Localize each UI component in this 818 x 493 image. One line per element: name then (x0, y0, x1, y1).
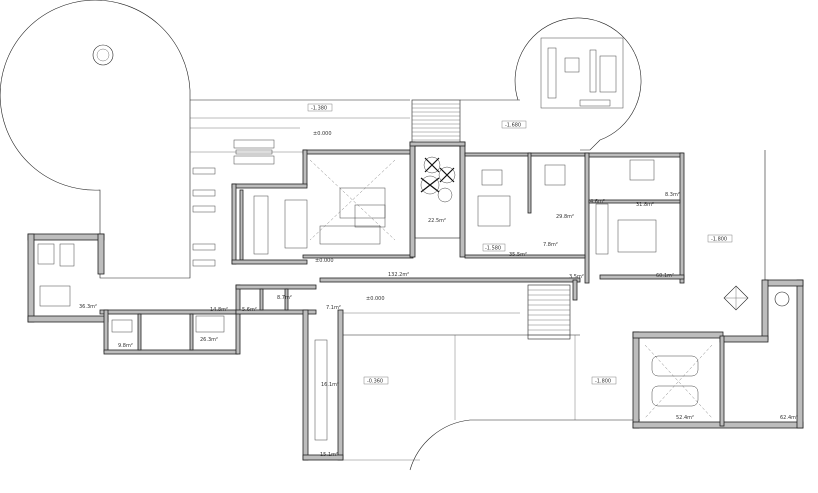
level-tag-courtyard-step: -1.580 (485, 246, 501, 252)
outdoor-dining-table (233, 139, 275, 165)
circular-terrace-west (0, 0, 191, 279)
stair-south (319, 277, 581, 340)
service-strip (99, 284, 317, 355)
area-foyer: 4.6m² (590, 199, 605, 205)
area-workshop: 62.4m² (780, 415, 798, 421)
level-entry: ±0.000 (366, 296, 385, 302)
area-guest-bath: 7.8m² (543, 242, 558, 248)
south-corridor (302, 309, 344, 461)
area-cellar: 15.1m² (320, 452, 338, 458)
sun-loungers (192, 167, 216, 267)
stair-north (411, 99, 461, 145)
fire-pit-icon (92, 44, 114, 66)
bedroom-furniture (477, 159, 657, 255)
area-wc-small: 3.5m² (569, 274, 584, 280)
main-block-walls (231, 141, 685, 284)
area-courtyard: 22.5m² (428, 218, 446, 224)
area-master-bedroom: 60.1m² (656, 273, 674, 279)
area-living: 132.2m² (388, 272, 409, 278)
area-hall: 7.1m² (326, 305, 341, 311)
courtyard-plants (414, 145, 461, 239)
area-laundry: 8.7m² (277, 295, 292, 301)
area-wc-2: 5.6m² (242, 307, 257, 313)
area-bedroom: 31.8m² (636, 202, 654, 208)
gym-annex (27, 233, 109, 323)
level-tag-garden-east: -1.800 (711, 237, 727, 243)
entry-compass-icon (723, 285, 749, 311)
level-tag-corridor: -0.360 (367, 379, 383, 385)
area-dressing: 8.3m² (665, 192, 680, 198)
area-store: 14.8m² (210, 307, 228, 313)
area-utility: 35.5m² (509, 252, 527, 258)
area-garage: 52.4m² (676, 415, 694, 421)
level-tag-drive: -1.800 (595, 379, 611, 385)
area-gym: 36.3m² (79, 304, 97, 310)
level-living: ±0.000 (315, 258, 334, 264)
area-kitchen: 29.8m² (556, 214, 574, 220)
circular-lounge-northeast (514, 17, 642, 151)
lounge-rug (540, 37, 624, 109)
living-furniture (253, 159, 396, 255)
level-lawn-left: ±0.000 (313, 131, 332, 137)
garage (632, 279, 804, 429)
area-spa: 26.3m² (200, 337, 218, 343)
area-pump: 9.8m² (118, 343, 133, 349)
area-wine: 16.1m² (321, 382, 339, 388)
level-tag-terrace-northeast: -1.680 (505, 123, 521, 129)
level-tag-terrace-north: -1.380 (311, 106, 327, 112)
